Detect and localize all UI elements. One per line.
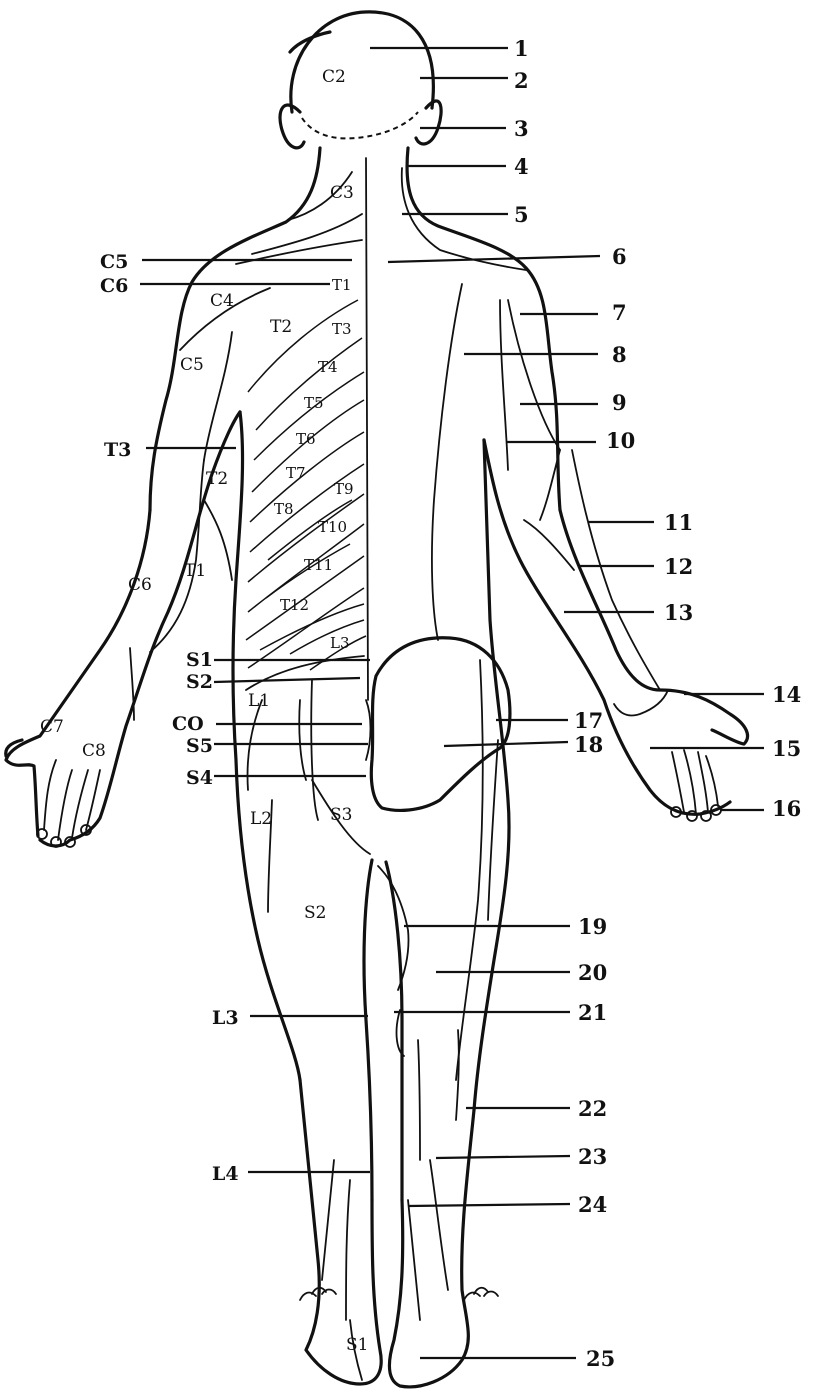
midline [365,157,369,701]
label-3: 3 [514,116,529,141]
label-5: 5 [514,202,529,227]
left-label-c5: C5 [100,251,128,273]
label-2: 2 [514,68,529,93]
left-label-s5: S5 [186,735,213,757]
left-label-s4: S4 [186,767,213,789]
left-leaders [140,258,370,1174]
label-11: 11 [664,510,693,535]
derm-t1: T1 [332,276,352,294]
left-label-l3: L3 [212,1007,239,1029]
label-23: 23 [578,1144,607,1169]
derm-l1: L1 [248,691,270,711]
derm-t8: T8 [274,500,294,518]
derm-c8: C8 [82,741,106,761]
derm-t2-arm: T2 [206,469,228,489]
label-17: 17 [574,708,603,733]
label-1: 1 [514,36,529,61]
dermatome-labels: C2 C3 T1 C4 T2 T3 C5 T4 T5 T6 T2 T7 T9 T… [40,67,368,1355]
label-18: 18 [574,732,603,757]
derm-c6: C6 [128,575,152,595]
label-25: 25 [586,1346,615,1371]
right-numbers: 1 2 3 4 5 6 7 8 9 10 11 12 13 14 15 16 1… [514,36,801,1371]
derm-l3-back: L3 [330,634,350,652]
derm-t4: T4 [318,358,338,376]
label-22: 22 [578,1096,607,1121]
label-14: 14 [772,682,801,707]
derm-t7: T7 [286,464,306,482]
left-label-t3: T3 [104,439,131,461]
label-15: 15 [772,736,801,761]
right-leaders [370,46,764,1360]
derm-c3: C3 [330,183,354,203]
left-label-c6: C6 [100,275,128,297]
label-9: 9 [612,390,627,415]
left-label-l4: L4 [212,1163,239,1185]
body-outline [4,10,750,1389]
derm-t12: T12 [280,596,309,614]
derm-t9: T9 [334,480,354,498]
derm-l2: L2 [250,809,272,829]
derm-s2: S2 [304,903,326,923]
label-20: 20 [578,960,607,985]
label-16: 16 [772,796,801,821]
derm-t5: T5 [304,394,324,412]
derm-t1-arm: T1 [184,561,206,581]
label-10: 10 [606,428,635,453]
derm-c5: C5 [180,355,204,375]
label-19: 19 [578,914,607,939]
derm-c2: C2 [322,67,346,87]
derm-s3: S3 [330,805,352,825]
derm-s1: S1 [346,1335,368,1355]
label-7: 7 [612,300,627,325]
derm-c7: C7 [40,717,64,737]
derm-t3: T3 [332,320,352,338]
left-label-s1: S1 [186,649,213,671]
label-8: 8 [612,342,627,367]
left-label-s2: S2 [186,671,213,693]
left-labels: C5 C6 T3 S1 S2 CO S5 S4 L3 L4 [100,251,239,1185]
derm-t10: T10 [318,518,347,536]
derm-t2: T2 [270,317,292,337]
derm-t11: T11 [304,556,333,574]
left-label-co: CO [172,713,204,735]
label-12: 12 [664,554,693,579]
label-21: 21 [578,1000,607,1025]
label-13: 13 [664,600,693,625]
label-4: 4 [514,154,529,179]
label-6: 6 [612,244,627,269]
derm-t6: T6 [296,430,316,448]
derm-c4: C4 [210,291,234,311]
label-24: 24 [578,1192,607,1217]
